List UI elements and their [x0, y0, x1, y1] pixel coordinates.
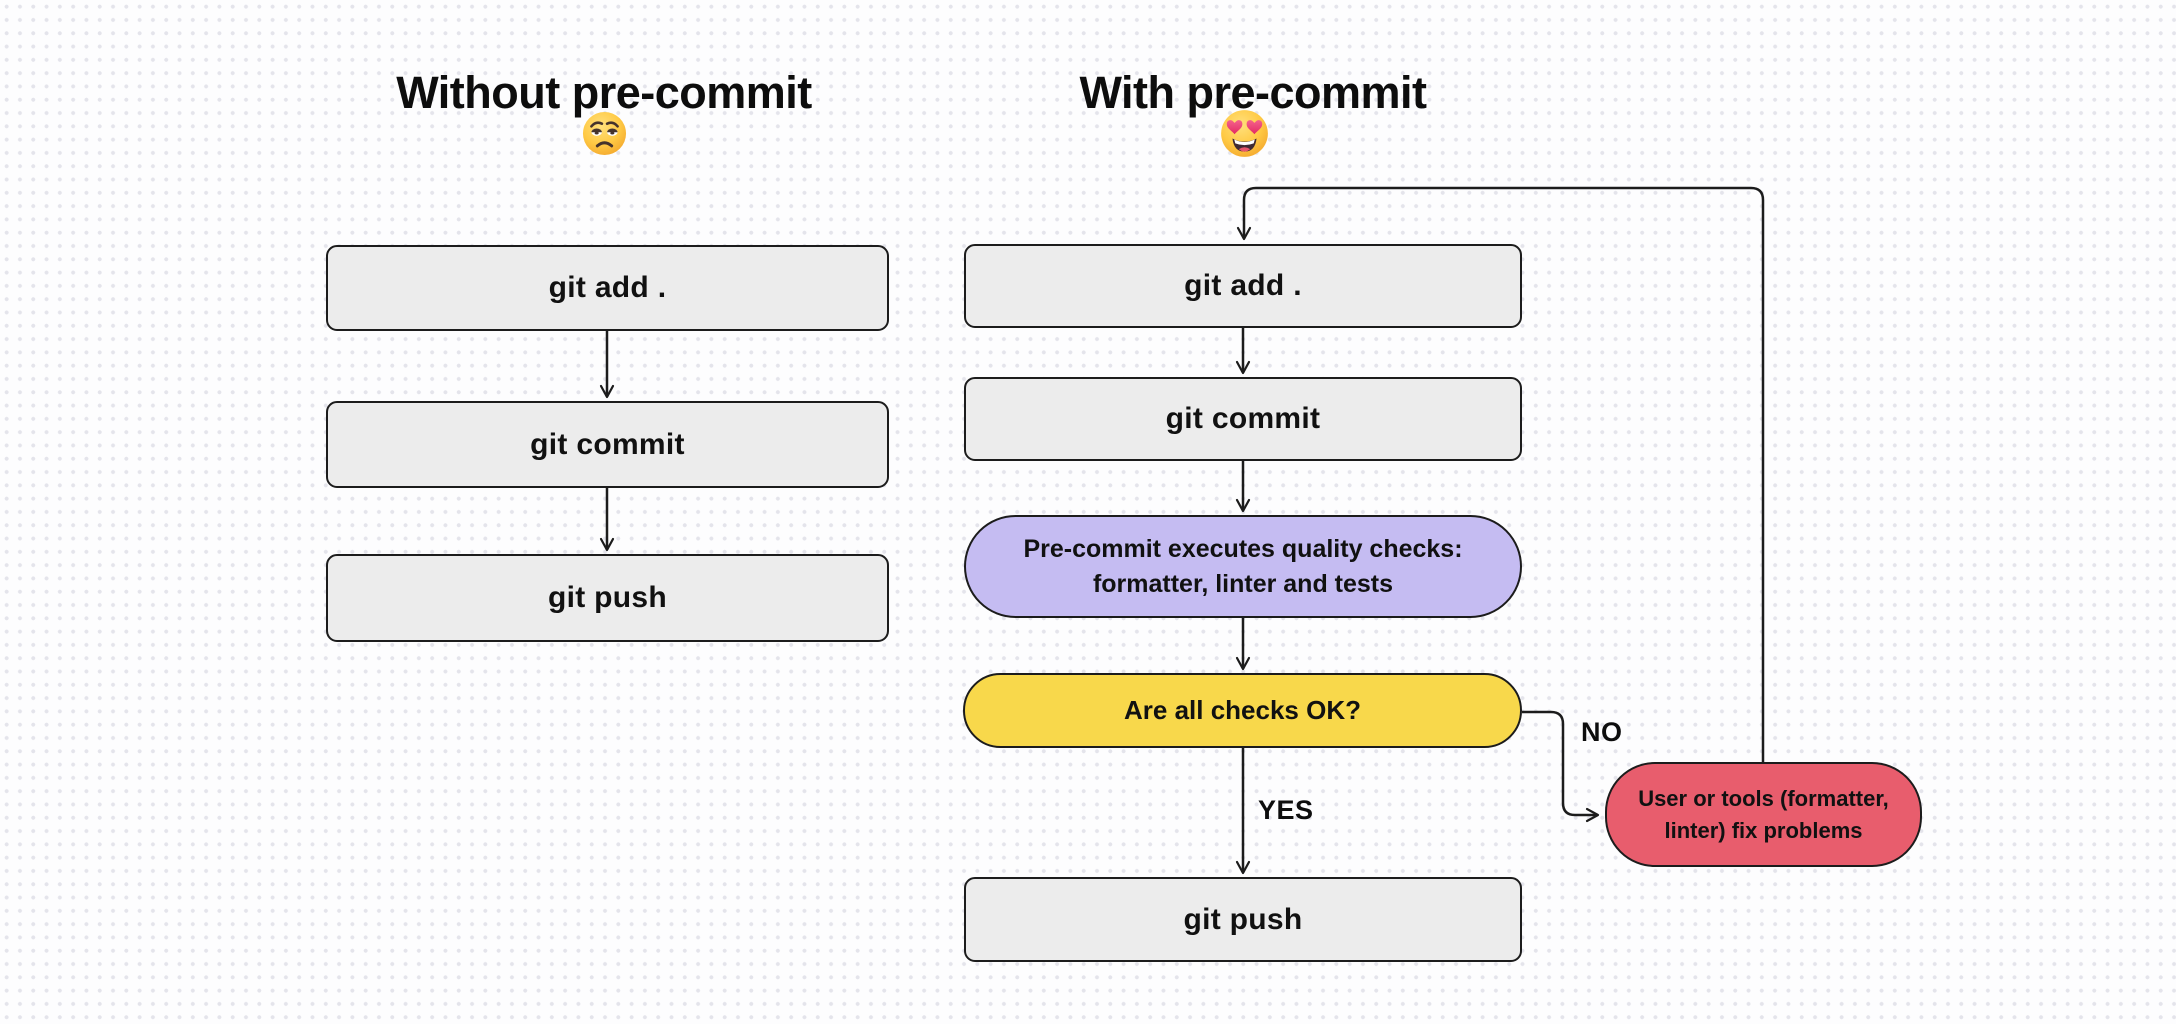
left-step-git-commit: git commit — [326, 401, 889, 488]
right-step-git-push: git push — [964, 877, 1522, 962]
left-step-git-push: git push — [326, 554, 889, 642]
fix-problems-node: User or tools (formatter, linter) fix pr… — [1605, 762, 1922, 867]
checks-ok-decision-node: Are all checks OK? — [963, 673, 1522, 748]
left-step-git-push-label: git push — [547, 581, 668, 614]
heart-eyes-face-emoji-icon — [1221, 110, 1268, 157]
left-column-title: Without pre-commit — [396, 67, 812, 118]
pre-commit-quality-check-label: Pre-commit executes quality checks: form… — [1023, 534, 1463, 598]
checks-ok-decision-label: Are all checks OK? — [1124, 695, 1361, 725]
left-step-git-commit-label: git commit — [530, 427, 685, 461]
pre-commit-quality-check-node: Pre-commit executes quality checks: form… — [964, 515, 1522, 618]
fix-problems-label: User or tools (formatter, linter) fix pr… — [1638, 785, 1889, 843]
right-step-git-commit: git commit — [964, 377, 1522, 461]
unamused-face-emoji-icon — [582, 111, 627, 156]
left-step-git-add: git add . — [326, 245, 889, 331]
right-step-git-add: git add . — [964, 244, 1522, 328]
right-column-title: With pre-commit — [1079, 67, 1427, 118]
right-step-git-push-label: git push — [1183, 902, 1303, 936]
right-step-git-add-label: git add . — [1184, 269, 1302, 302]
left-step-git-add-label: git add . — [548, 271, 667, 304]
edge-label-yes: YES — [1258, 795, 1314, 825]
edge-label-no: NO — [1581, 717, 1623, 747]
right-step-git-commit-label: git commit — [1165, 402, 1321, 435]
